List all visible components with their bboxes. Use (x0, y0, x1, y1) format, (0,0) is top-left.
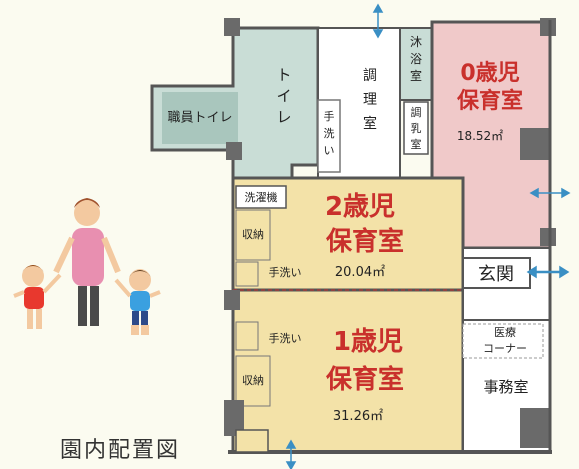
milk-room (403, 101, 429, 155)
kitchen-handwash-nook (317, 99, 341, 173)
svg-text:収納: 収納 (242, 228, 264, 241)
svg-text:室: 室 (363, 115, 377, 132)
svg-text:洗: 洗 (324, 127, 335, 140)
age2-name: 2歳児 (325, 192, 395, 222)
office-label: 事務室 (483, 378, 528, 396)
toilet-label-1: ト (276, 66, 291, 84)
svg-text:乳: 乳 (411, 122, 422, 135)
age1-area: 31.26㎡ (333, 409, 383, 424)
svg-text:調: 調 (363, 68, 377, 84)
medical-corner (462, 323, 544, 359)
svg-text:理: 理 (363, 92, 377, 108)
age2-sub: 保育室 (325, 226, 404, 257)
svg-text:い: い (324, 144, 335, 157)
svg-text:洗濯機: 洗濯機 (245, 190, 278, 204)
age0-area: 18.52㎡ (457, 129, 503, 143)
age0-sub: 保育室 (456, 88, 523, 114)
svg-text:収納: 収納 (242, 374, 264, 387)
age1-name: 1歳児 (333, 327, 403, 357)
laundry-area (235, 185, 287, 209)
structural-columns (224, 18, 556, 448)
storage-2 (235, 209, 271, 261)
svg-text:手洗い: 手洗い (269, 265, 302, 279)
door-arrow-icon (285, 3, 571, 469)
age2-area: 20.04㎡ (335, 265, 385, 280)
storage-1 (235, 355, 271, 407)
staff-toilet-room (162, 92, 238, 144)
toilet-label-3: レ (276, 108, 291, 126)
svg-text:室: 室 (410, 68, 422, 83)
svg-text:浴: 浴 (410, 52, 422, 66)
svg-text:医療: 医療 (494, 325, 516, 339)
family-illustration-icon (13, 198, 161, 335)
svg-text:手洗い: 手洗い (269, 331, 302, 345)
handwash-2-box (235, 261, 259, 287)
handwash-1-box (235, 321, 259, 351)
entrance-label: 玄関 (478, 264, 514, 285)
svg-text:室: 室 (411, 137, 422, 151)
staff-toilet-label: 職員トイレ (167, 111, 232, 126)
toilet-label-2: イ (276, 87, 291, 105)
svg-text:調: 調 (411, 105, 422, 119)
age0-name: 0歳児 (460, 61, 519, 86)
age1-sub: 保育室 (325, 364, 404, 395)
svg-text:コーナー: コーナー (483, 342, 527, 355)
svg-text:手: 手 (324, 109, 335, 123)
floor-plan-caption: 園内配置図 (60, 438, 181, 463)
svg-text:沐: 沐 (410, 35, 422, 49)
